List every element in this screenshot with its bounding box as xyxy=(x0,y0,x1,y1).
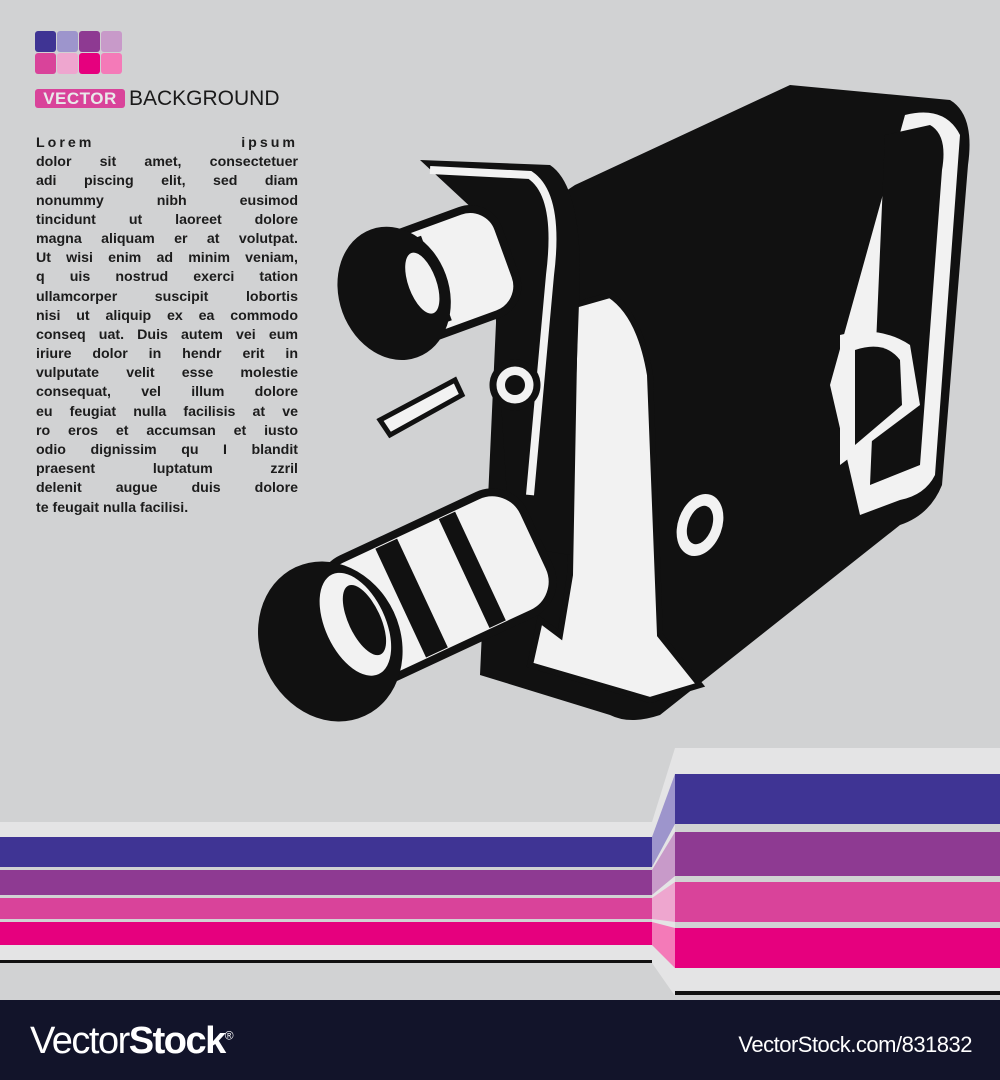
swatch xyxy=(57,31,78,52)
text-line: consequat, vel illum dolore xyxy=(36,384,298,401)
text-line: vulputate velit esse molestie xyxy=(36,365,298,382)
swatch xyxy=(101,53,122,74)
text-line: praesent luptatum zzril xyxy=(36,461,298,478)
vector-tag: VECTOR xyxy=(35,89,125,108)
stripe-band-right xyxy=(675,748,1000,774)
text-line: ullamcorper suscipit lobortis xyxy=(36,288,298,305)
swatch xyxy=(79,53,100,74)
text-line: Lorem ipsum xyxy=(36,135,298,151)
color-palette xyxy=(35,31,127,77)
text-line: magna aliquam er at volutpat. xyxy=(36,230,298,247)
stripe-white xyxy=(0,945,652,960)
swatch xyxy=(101,31,122,52)
text-line: iriure dolor in hendr erit in xyxy=(36,346,298,363)
text-line: te feugait nulla facilisi. xyxy=(36,499,189,516)
text-line: dolor sit amet, consectetuer xyxy=(36,154,298,171)
text-line: eu feugiat nulla facilisis at ve xyxy=(36,403,298,420)
swatch xyxy=(79,31,100,52)
stripe-band-left xyxy=(0,822,652,838)
logo-bold: Stock xyxy=(128,1020,226,1062)
vectorstock-logo: VectorStock® xyxy=(30,1020,234,1063)
text-line: nisi ut aliquip ex ea commodo xyxy=(36,307,298,324)
stripe-shadow-line-right xyxy=(675,991,1000,995)
text-line: odio dignissim qu I blandit xyxy=(36,442,298,458)
swatch xyxy=(35,31,56,52)
stripe-blue-right xyxy=(675,774,1000,824)
text-line: Ut wisi enim ad minim veniam, xyxy=(36,250,298,267)
text-line: ro eros et accumsan et iusto xyxy=(36,422,298,439)
text-line: tincidunt ut laoreet dolore xyxy=(36,211,298,228)
swatch xyxy=(57,53,78,74)
text-line: q uis nostrud exerci tation xyxy=(36,269,298,286)
stripe-shadow-line xyxy=(0,960,652,963)
image-url: VectorStock.com/831832 xyxy=(738,1032,972,1057)
stripe-purple xyxy=(0,870,652,895)
stripe-fold xyxy=(652,748,675,996)
text-line: nonummy nibh eusimod xyxy=(36,192,298,209)
text-line: adi piscing elit, sed diam xyxy=(36,173,298,190)
upper-lens xyxy=(337,205,522,360)
stripe-pink xyxy=(0,898,652,919)
lower-lens xyxy=(258,488,557,722)
front-plate xyxy=(526,291,706,704)
stripe-magenta-right xyxy=(675,928,1000,968)
stripe-white-right xyxy=(675,968,1000,991)
text-line: conseq uat. Duis autem vei eum xyxy=(36,326,298,343)
stripe-blue xyxy=(0,837,652,867)
title: BACKGROUND xyxy=(129,87,280,110)
logo-light: Vector xyxy=(30,1020,130,1062)
footer-bar xyxy=(0,1000,1000,1080)
swatch xyxy=(35,53,56,74)
stripe-purple-right xyxy=(675,832,1000,876)
stripe-magenta xyxy=(0,922,652,945)
movie-camera-illustration xyxy=(258,85,970,722)
lorem-paragraph: Lorem ipsum dolor sit amet, consectetuer… xyxy=(36,134,298,518)
text-line: delenit augue duis dolore xyxy=(36,480,298,497)
logo-mark: ® xyxy=(224,1028,234,1043)
stripe-pink-right xyxy=(675,882,1000,922)
